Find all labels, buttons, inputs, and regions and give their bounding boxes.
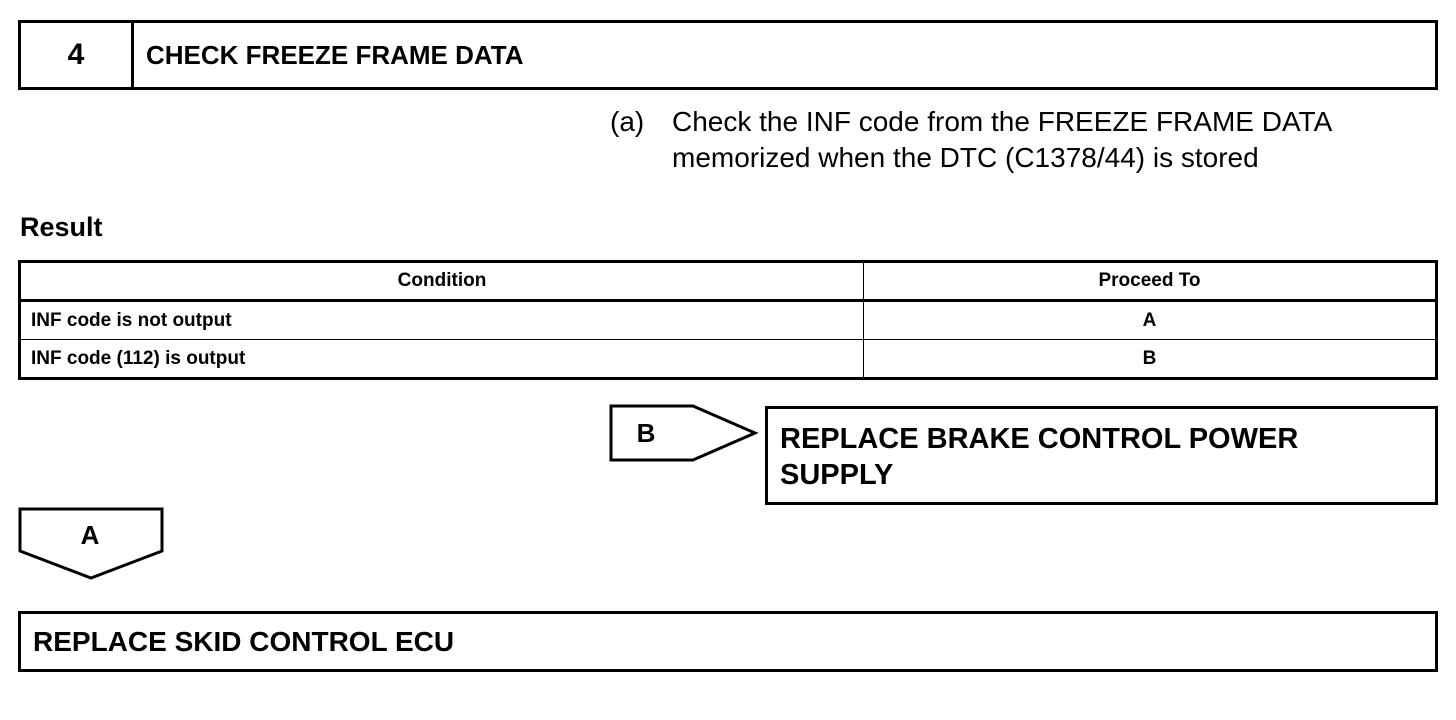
instruction: (a) Check the INF code from the FREEZE F… <box>610 104 1430 176</box>
header-proceed-to: Proceed To <box>863 261 1437 302</box>
instruction-line-2: memorized when the DTC (C1378/44) is sto… <box>672 142 1259 173</box>
step-number: 4 <box>21 23 134 87</box>
branch-a-action-box: REPLACE SKID CONTROL ECU <box>18 611 1438 672</box>
result-table: Condition Proceed To INF code is not out… <box>18 260 1438 380</box>
instruction-marker: (a) <box>610 106 645 137</box>
result-label: Result <box>20 212 103 242</box>
condition-cell: INF code is not output <box>19 300 864 340</box>
proceed-cell: A <box>863 300 1437 340</box>
branch-b-action-box: REPLACE BRAKE CONTROL POWER SUPPLY <box>765 406 1438 505</box>
step-header: 4 CHECK FREEZE FRAME DATA <box>18 20 1438 90</box>
instruction-line-1: Check the INF code from the FREEZE FRAME… <box>672 106 1333 137</box>
right-arrow-icon <box>609 404 759 462</box>
header-condition: Condition <box>19 261 864 302</box>
table-header-row: Condition Proceed To <box>19 261 1437 302</box>
down-arrow-icon <box>18 507 164 580</box>
table-row: INF code (112) is output B <box>19 339 1437 379</box>
instruction-text: Check the INF code from the FREEZE FRAME… <box>672 104 1430 176</box>
branch-b-action-line-1: REPLACE BRAKE CONTROL POWER <box>780 423 1299 455</box>
step-title: CHECK FREEZE FRAME DATA <box>146 39 524 70</box>
table-row: INF code is not output A <box>19 300 1437 340</box>
branch-a-label: A <box>80 520 100 550</box>
proceed-cell: B <box>863 339 1437 379</box>
branch-b-label: B <box>636 418 656 448</box>
branch-b-action-line-2: SUPPLY <box>780 459 894 491</box>
condition-cell: INF code (112) is output <box>19 339 864 379</box>
